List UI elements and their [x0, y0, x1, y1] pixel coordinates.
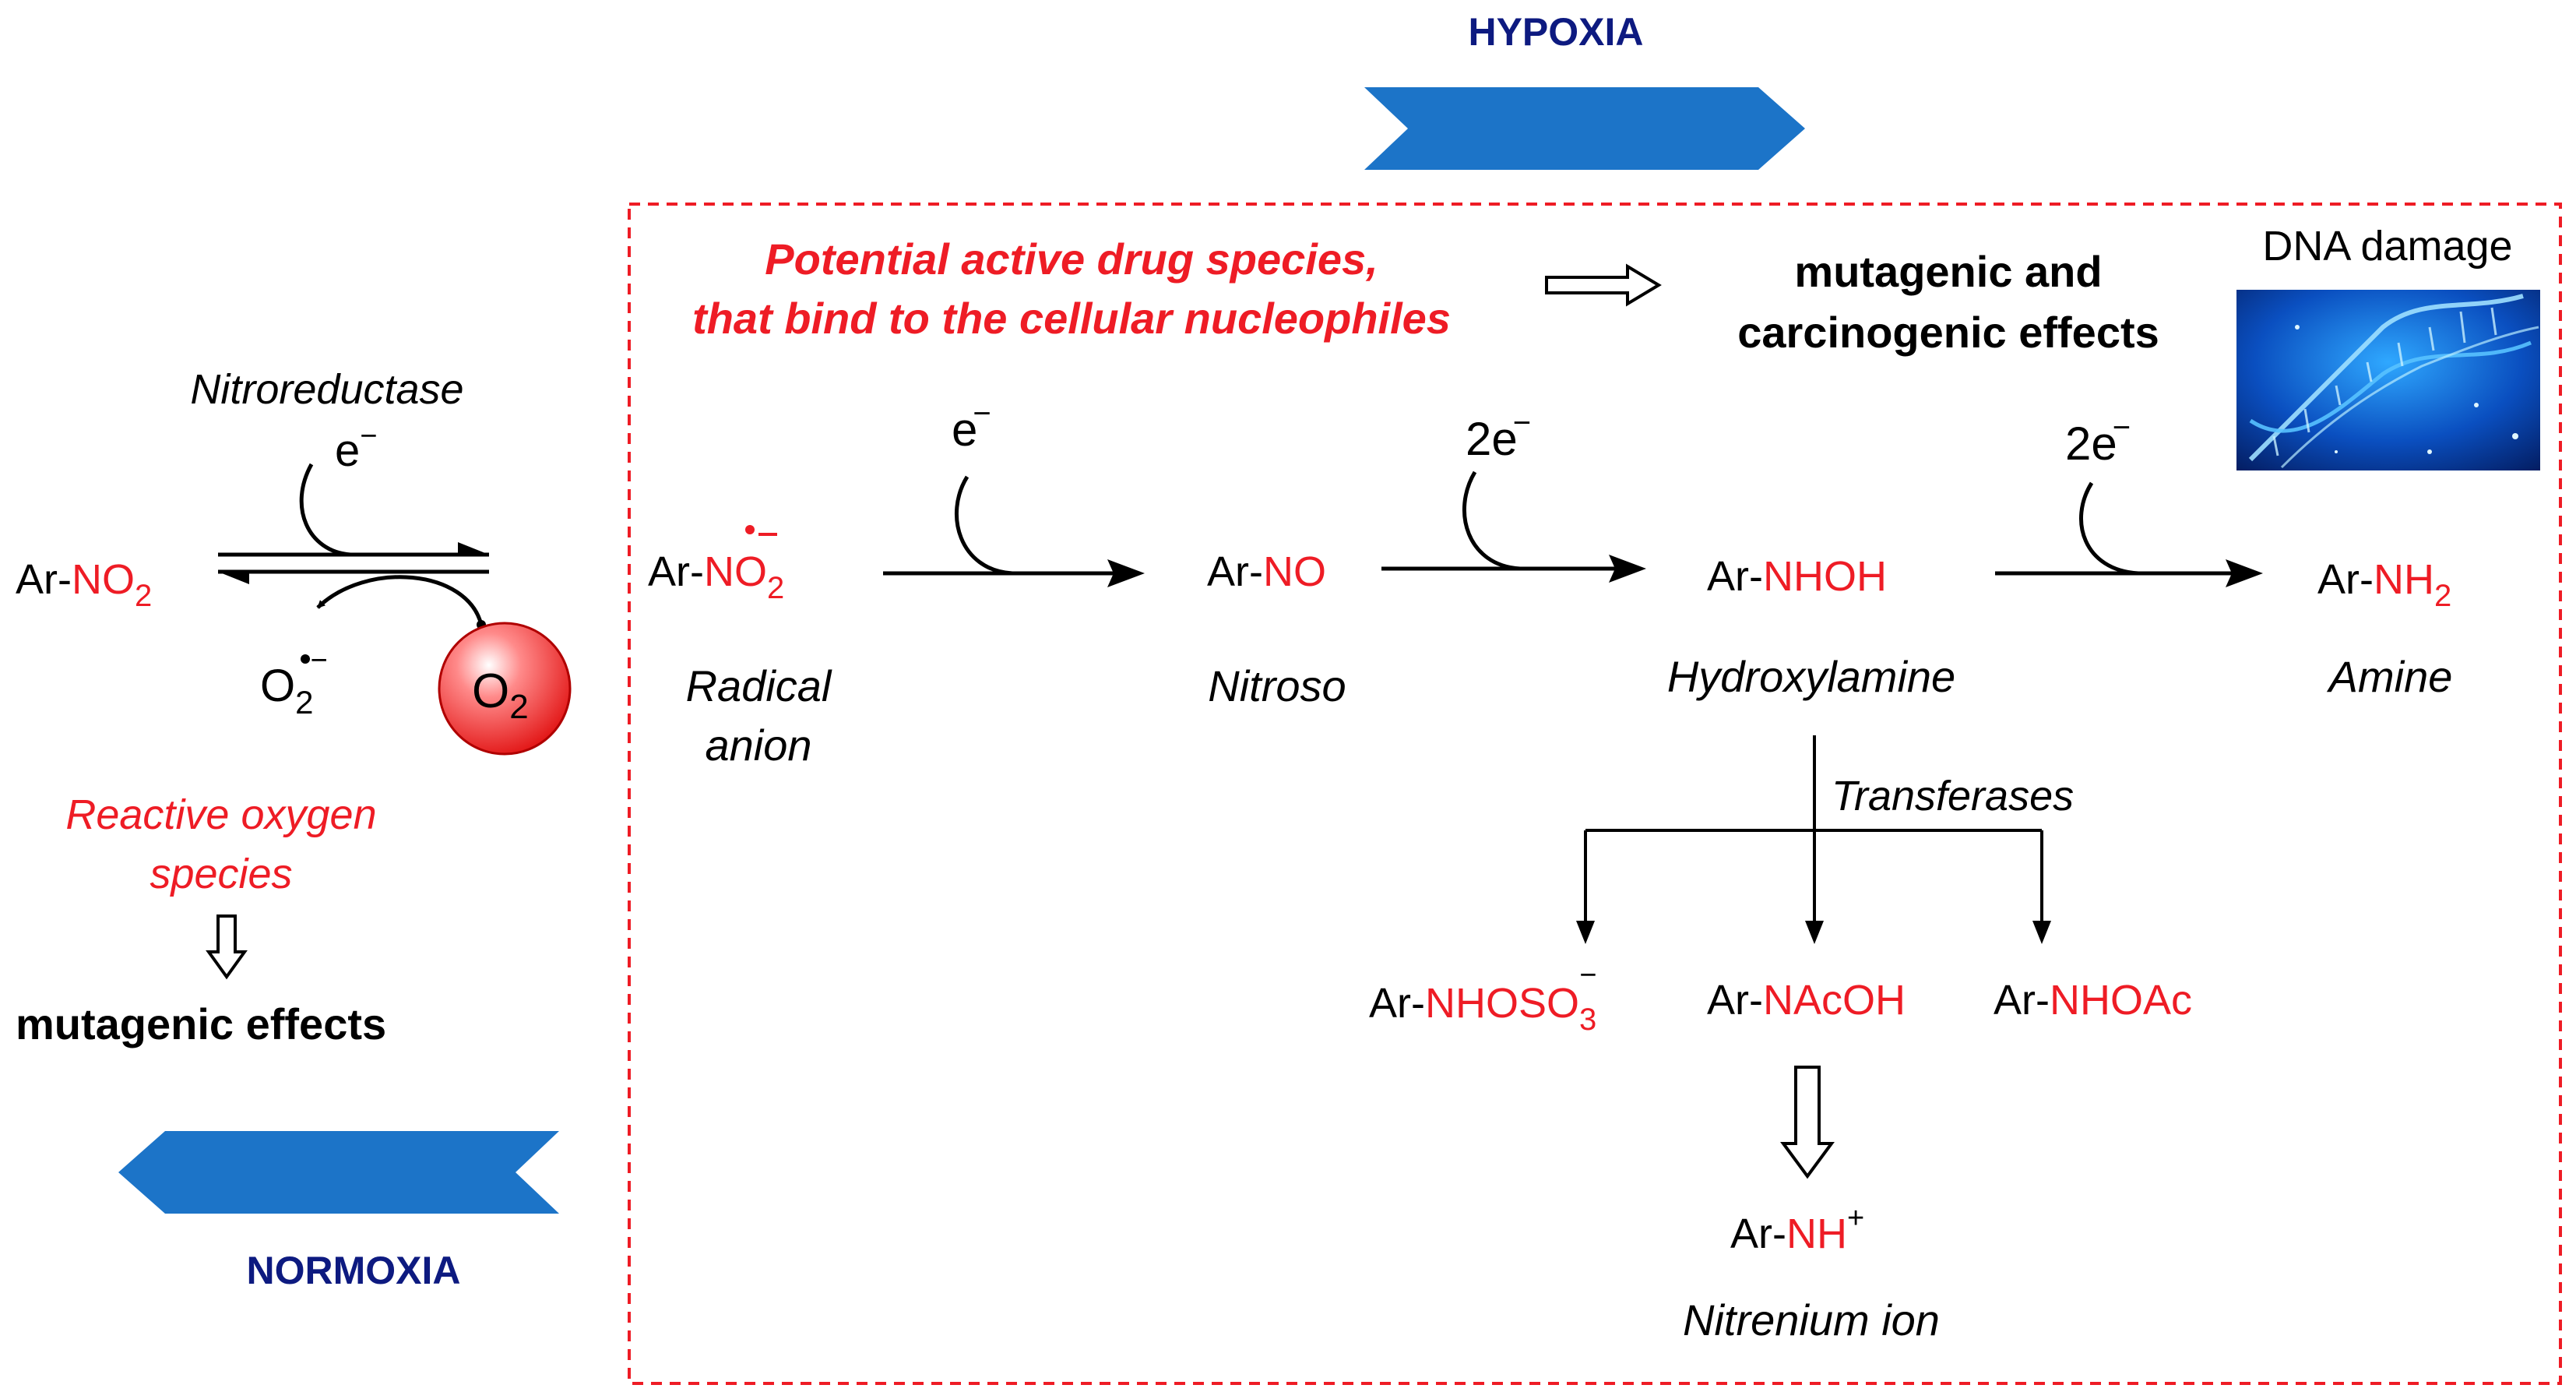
nacoh-to-nitrenium-arrow	[1780, 1066, 1835, 1179]
normoxia-label: NORMOXIA	[247, 1249, 461, 1292]
active-species-line2: that bind to the cellular nucleophiles	[692, 294, 1451, 343]
step-nitroso-formula: Ar-NO	[1207, 548, 1326, 595]
ros-to-effect-arrow	[206, 914, 248, 980]
transferases-label: Transferases	[1832, 773, 2074, 819]
reduction-curve-3	[2079, 481, 2139, 576]
nitroreductase-label: Nitroreductase	[190, 366, 463, 413]
active-species-line1: Potential active drug species,	[765, 234, 1378, 284]
hypoxia-label: HYPOXIA	[1468, 10, 1643, 54]
normoxia-arrow	[118, 1131, 559, 1214]
step-hydroxylamine-formula: Ar-NHOH	[1707, 553, 1887, 600]
reduction-electron-2: 2e−	[1466, 406, 1531, 465]
species-to-effects-arrow	[1545, 263, 1662, 307]
step-radical-anion-name2: anion	[705, 721, 811, 770]
conjugate-sulfate: Ar-NHOSO3−	[1369, 959, 1596, 1037]
reduction-arrow-1-head	[1107, 559, 1145, 587]
step-amine-formula: Ar-NH2	[2317, 556, 2451, 613]
nitrenium-formula: Ar-NH+	[1730, 1202, 1864, 1257]
dna-damage-label: DNA damage	[2262, 223, 2512, 270]
transferase-left-head	[1576, 921, 1595, 944]
reduction-arrow-2-head	[1609, 555, 1646, 583]
radical-anion-dot	[745, 525, 755, 534]
step-radical-anion-formula: Ar-NO2	[648, 548, 784, 605]
normoxia-electron: e−	[335, 420, 377, 476]
ros-label-line1: Reactive oxygen	[65, 791, 376, 838]
step-nitroso-name: Nitroso	[1208, 661, 1346, 710]
mutagenic-effects-label: mutagenic effects	[16, 999, 386, 1048]
oxygen-label: O2	[472, 664, 529, 726]
superoxide-label: O2−	[260, 644, 328, 721]
step-amine-name: Amine	[2327, 652, 2453, 701]
transferase-right-head	[2032, 921, 2051, 944]
transferase-center-head	[1805, 921, 1824, 944]
nitrenium-name: Nitrenium ion	[1683, 1295, 1940, 1344]
conjugate-nhoac: Ar-NHOAc	[1994, 977, 2192, 1024]
reduction-electron-1: e−	[952, 396, 991, 456]
reduction-electron-3: 2e−	[2065, 411, 2131, 470]
conjugate-nacoh: Ar-NAcOH	[1707, 977, 1906, 1024]
reverse-arrow-head	[218, 572, 249, 584]
oxygen-reoxidation-curve	[316, 575, 484, 625]
reduction-arrow-3-head	[2226, 559, 2263, 587]
superoxide-radical-dot	[301, 654, 310, 664]
forward-arrow-head	[458, 542, 489, 555]
ros-label-line2: species	[150, 851, 292, 897]
dna-helix-image	[2236, 290, 2540, 470]
hypoxia-arrow	[1364, 87, 1805, 170]
step-hydroxylamine-name: Hydroxylamine	[1667, 652, 1955, 701]
hypoxia-region-border	[628, 203, 2562, 1385]
step-radical-anion-name1: Radical	[686, 661, 832, 710]
effects-line1: mutagenic and	[1794, 247, 2102, 296]
reduction-curve-1	[955, 475, 1013, 576]
effects-line2: carcinogenic effects	[1737, 308, 2159, 357]
normoxia-start-formula: Ar-NO2	[16, 556, 152, 613]
oxygen-sphere-icon	[438, 622, 572, 756]
electron-input-curve	[299, 463, 351, 557]
reduction-curve-2	[1462, 470, 1521, 571]
